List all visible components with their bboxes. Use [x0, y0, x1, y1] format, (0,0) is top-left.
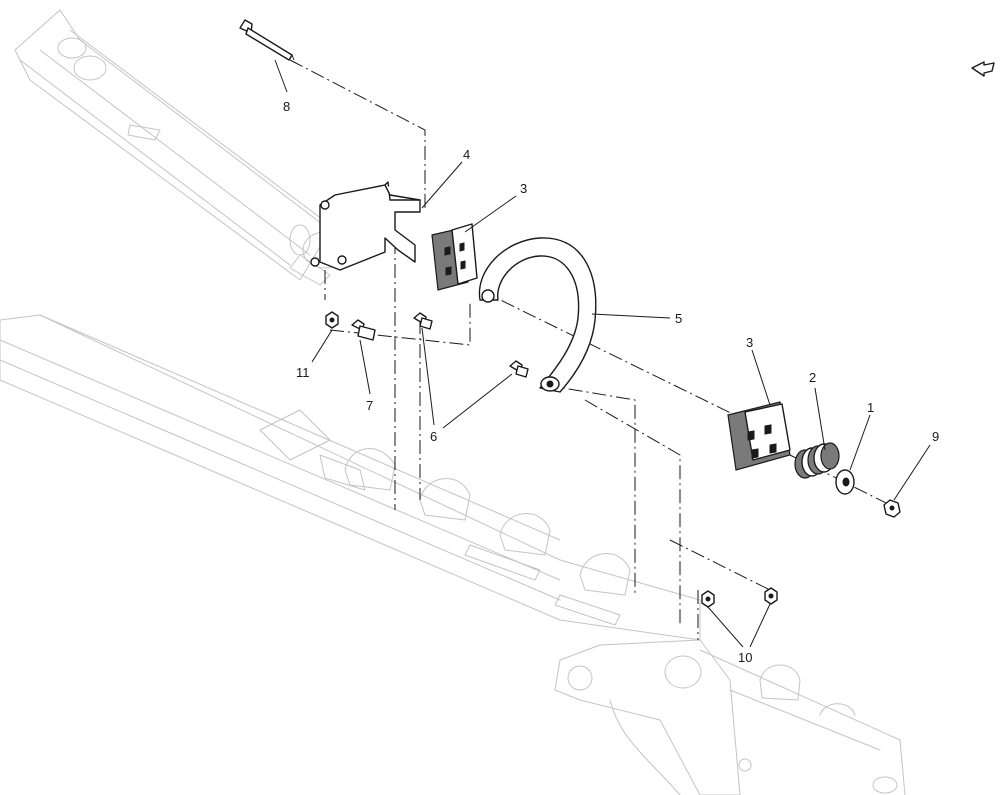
nut-part-11: [325, 311, 339, 329]
bracket-part-4: [310, 181, 421, 271]
callout-11: 11: [296, 365, 310, 380]
callout-8: 8: [283, 99, 290, 114]
callout-7: 7: [366, 398, 373, 413]
callout-9: 9: [932, 429, 939, 444]
bolt-part-7: [351, 319, 376, 341]
bolt-part-6-a: [413, 312, 433, 330]
callout-5: 5: [675, 311, 682, 326]
spring-part-2: [794, 442, 840, 479]
callout-labels: 8 4 3 5 3 2 1 9 11 7 6 10: [283, 99, 939, 665]
hinge-plate-part-3-lower: [727, 401, 791, 471]
callout-10: 10: [738, 650, 752, 665]
curved-strap-part-5: [478, 237, 597, 393]
callout-6: 6: [430, 429, 437, 444]
phantom-lines: [289, 59, 891, 640]
callout-3-lower: 3: [746, 335, 753, 350]
bolt-part-6-b: [509, 360, 529, 378]
callout-2: 2: [809, 370, 816, 385]
bolt-part-8: [239, 19, 295, 61]
callout-3-upper: 3: [520, 181, 527, 196]
arrow-pointer-icon[interactable]: [971, 61, 995, 77]
nut-part-9: [883, 499, 901, 518]
background-boom-structure: [0, 9, 906, 795]
leader-lines: [274, 59, 931, 648]
callout-1: 1: [867, 400, 874, 415]
washer-part-1: [835, 469, 855, 495]
callout-4: 4: [463, 147, 470, 162]
hinge-plate-part-3-upper: [431, 223, 478, 291]
nut-part-10-a: [701, 590, 715, 608]
nut-part-10-b: [764, 587, 778, 605]
